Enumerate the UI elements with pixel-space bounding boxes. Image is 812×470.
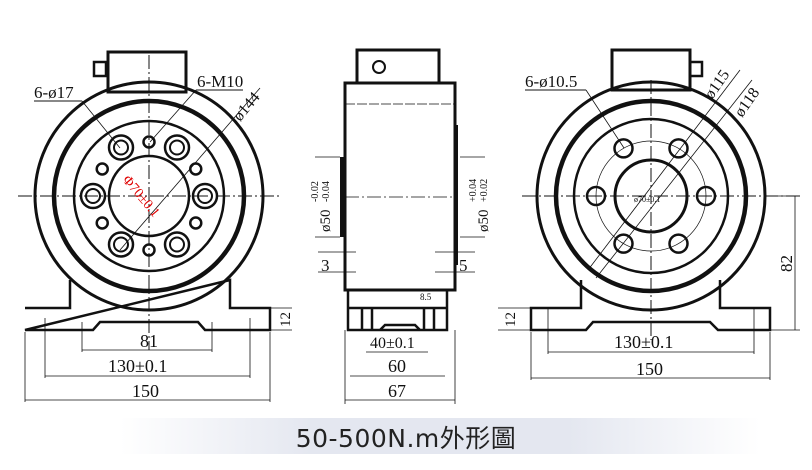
rear-view: 6-ø10.5 ø115 ø118 ø70±0.1 130±0.1 150 12… xyxy=(498,48,800,380)
threaded-hole xyxy=(95,216,109,230)
right-tol-upper: +0.04 xyxy=(468,179,479,202)
drawing-caption: 50-500N.m外形圖 xyxy=(295,424,517,453)
threaded-hole xyxy=(189,216,203,230)
dim-67: 67 xyxy=(388,381,406,401)
counterbore-hole xyxy=(163,134,191,161)
left-tol-upper: -0.02 xyxy=(310,181,321,202)
threaded-hole xyxy=(95,162,109,176)
dim-5: 5 xyxy=(459,256,468,275)
counterbore-hole xyxy=(107,231,135,258)
connector-housing xyxy=(106,50,188,94)
caption-band xyxy=(120,418,760,454)
front-view: 6-ø17 6-M10 ø144 Φ70±0.1 81 130±0.1 150 … xyxy=(18,50,294,402)
mounting-hole xyxy=(668,233,689,254)
mounting-base xyxy=(24,278,272,332)
counterbore-hole xyxy=(107,134,135,161)
mounting-hole xyxy=(613,233,634,254)
base-side xyxy=(346,290,449,332)
right-tol-lower: +0.02 xyxy=(479,179,490,202)
dim-8-5: 8.5 xyxy=(420,292,432,302)
dim-12: 12 xyxy=(278,312,294,327)
left-shaft xyxy=(340,157,345,237)
left-tol-lower: -0.04 xyxy=(321,181,332,202)
counterbore-hole-inner xyxy=(169,236,185,253)
counterbore-hole xyxy=(163,231,191,258)
connector-symbol xyxy=(372,60,386,74)
side-view: ø50 -0.02 -0.04 ø50 +0.04 +0.02 3 5 8.5 … xyxy=(310,48,492,404)
threaded-hole xyxy=(189,162,203,176)
body-side xyxy=(343,81,457,292)
dim-130-rear: 130±0.1 xyxy=(614,332,673,352)
connector-plug-rear xyxy=(688,60,704,78)
connector-plug xyxy=(92,60,108,78)
dim-81: 81 xyxy=(140,331,158,351)
mounting-hole xyxy=(668,138,689,159)
right-shaft-dia: ø50 xyxy=(476,210,492,233)
dim-12-rear: 12 xyxy=(503,312,519,327)
svg-text:ø50: ø50 xyxy=(318,210,334,233)
dim-150: 150 xyxy=(132,381,159,401)
counterbore-hole-inner xyxy=(113,236,129,253)
counterbore-hole-inner xyxy=(113,139,129,156)
label-d70-rear: ø70±0.1 xyxy=(634,195,660,204)
dim-3: 3 xyxy=(321,256,330,275)
dim-60: 60 xyxy=(388,356,406,376)
dim-150-rear: 150 xyxy=(636,359,663,379)
dim-40: 40±0.1 xyxy=(370,335,415,352)
counterbore-hole-inner xyxy=(169,139,185,156)
label-6-m10: 6-M10 xyxy=(197,72,243,91)
dim-130: 130±0.1 xyxy=(108,356,167,376)
connector-housing-side xyxy=(355,48,441,85)
label-d70: Φ70±0.1 xyxy=(119,173,162,221)
dim-82: 82 xyxy=(777,255,796,272)
label-6-d17: 6-ø17 xyxy=(34,83,74,102)
left-shaft-dia: ø50 xyxy=(318,210,334,233)
mounting-hole xyxy=(613,138,634,159)
label-6-d10-5: 6-ø10.5 xyxy=(525,72,577,91)
label-d118: ø118 xyxy=(731,85,763,120)
